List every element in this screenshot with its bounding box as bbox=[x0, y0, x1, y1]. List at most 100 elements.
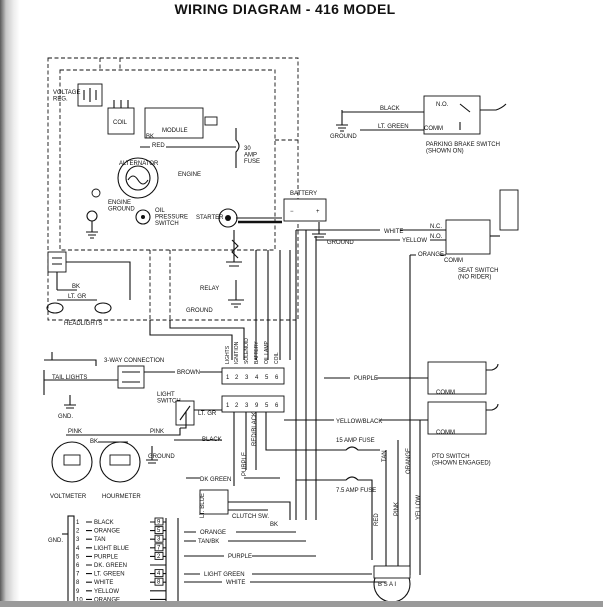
harness-pin-box bbox=[154, 569, 164, 578]
battery-ground-label: GROUND bbox=[327, 240, 354, 246]
engine-harness bbox=[47, 57, 299, 321]
harness-pin-number: 7 bbox=[157, 545, 161, 551]
ignition-key-switch: B S A I bbox=[373, 565, 411, 603]
harness-row-number: 1 bbox=[76, 520, 80, 526]
harness-pin-number: 2 bbox=[157, 554, 161, 560]
hourmeter: HOURMETER bbox=[99, 441, 141, 500]
pto-yellow-black-label: YELLOW/BLACK bbox=[336, 419, 382, 425]
terminal-label: COIL bbox=[274, 352, 280, 364]
harness-row-number: 2 bbox=[76, 529, 80, 535]
tail-gnd-label: GND. bbox=[58, 414, 73, 420]
pink-label-1: PINK bbox=[68, 429, 82, 435]
module-connector bbox=[204, 116, 218, 126]
key-letters: B S A I bbox=[378, 582, 396, 588]
harness-pin-number: 9 bbox=[157, 520, 161, 526]
relay-ground-label: GROUND bbox=[186, 308, 213, 314]
voltmeter-label: VOLTMETER bbox=[50, 494, 87, 500]
tail-lights-label: TAIL LIGHTS bbox=[52, 375, 87, 381]
harness-row-number: 9 bbox=[76, 589, 80, 595]
vertical-wire-labels: TAN ORANGE RED PINK YELLOW bbox=[374, 255, 422, 575]
terminal-bottom-number: 1 bbox=[226, 403, 230, 409]
dk-green-label: DK GREEN bbox=[200, 477, 231, 483]
harness-plug bbox=[165, 518, 179, 604]
pb-black-label: BLACK bbox=[380, 106, 400, 112]
battery-label: BATTERY bbox=[290, 191, 317, 197]
parking-brake-switch: GROUND BLACK LT. GREEN N.O. COMM PARKING… bbox=[330, 95, 507, 155]
harness-row-number: 5 bbox=[76, 554, 80, 560]
battery-neg-sign: − bbox=[290, 209, 294, 215]
pto-comm-label-2: COMM bbox=[436, 430, 455, 436]
alternator-label: ALTERNATOR bbox=[119, 161, 159, 167]
harness-pin-box bbox=[154, 577, 164, 586]
pto-comm-label-1: COMM bbox=[436, 390, 455, 396]
harness-pin-number: 3 bbox=[157, 537, 161, 543]
terminal-bottom-number: 2 bbox=[235, 403, 239, 409]
seat-comm-label: COMM bbox=[444, 258, 463, 264]
battery-pos-sign: + bbox=[316, 209, 320, 215]
headlight-bk-label: BK bbox=[72, 284, 80, 290]
seat-nc-label: N.C. bbox=[430, 224, 442, 230]
terminal-label: OIL LAMP bbox=[264, 340, 270, 364]
harness-row-number: 10 bbox=[76, 597, 83, 603]
harness-row-number: 7 bbox=[76, 572, 80, 578]
terminal-label: SOLENOID bbox=[244, 338, 250, 364]
module-bk-label: BK bbox=[146, 134, 154, 140]
ignition-module: MODULE BK bbox=[144, 107, 204, 140]
harness-row-color: BLACK bbox=[94, 520, 114, 526]
engine-label: ENGINE bbox=[178, 172, 201, 178]
module-label: MODULE bbox=[162, 128, 188, 134]
harness-row-color: TAN bbox=[94, 537, 106, 543]
meter-ground-label: GROUND bbox=[148, 454, 175, 460]
harness-orange-right: ORANGE bbox=[200, 530, 226, 536]
harness-row-color: WHITE bbox=[94, 580, 113, 586]
harness-pin-box bbox=[154, 543, 164, 552]
harness-pin-box bbox=[154, 526, 164, 535]
terminal-bottom-number: 9 bbox=[255, 403, 259, 409]
three-way-connection: 3-WAY CONNECTION BROWN bbox=[104, 358, 222, 389]
lower-wiring: PURPLE RED/BLACK DK GREEN LT. BLUE CLUTC… bbox=[186, 412, 336, 528]
tail-lights: TAIL LIGHTS GND. bbox=[43, 352, 118, 420]
seat-orange-label: ORANGE bbox=[418, 252, 444, 258]
page-binding-edge bbox=[0, 0, 20, 607]
three-way-label: 3-WAY CONNECTION bbox=[104, 358, 164, 364]
coil-label: COIL bbox=[113, 120, 128, 126]
pb-ltgreen-label: LT. GREEN bbox=[378, 124, 409, 130]
harness-row-color: LIGHT BLUE bbox=[94, 546, 129, 552]
terminal-top-number: 3 bbox=[245, 375, 249, 381]
starter-label: STARTER bbox=[196, 215, 224, 221]
fuse-7-5-amp: 7.5 AMP FUSE bbox=[296, 476, 376, 560]
harness-pin-number: 8 bbox=[157, 580, 161, 586]
harness-row-color: PURPLE bbox=[94, 554, 118, 560]
diagram-title: WIRING DIAGRAM - 416 MODEL bbox=[174, 1, 396, 17]
starter-relay: RELAY GROUND bbox=[186, 230, 244, 314]
meter-wiring: PINK PINK BK BLACK GROUND bbox=[66, 412, 222, 464]
harness-gnd-label: GND. bbox=[48, 538, 63, 544]
harness-row-number: 3 bbox=[76, 537, 80, 543]
orange-vertical-label: ORANGE bbox=[406, 448, 412, 474]
relay-label: RELAY bbox=[200, 286, 219, 292]
harness-tanbk-right: TAN/BK bbox=[198, 539, 219, 545]
terminal-top-number: 6 bbox=[275, 375, 279, 381]
headlight-assembly: BK LT. GR HEADLIGHTS bbox=[46, 251, 131, 327]
seat-white-label: WHITE bbox=[384, 229, 403, 235]
fuse15-label: 15 AMP FUSE bbox=[336, 438, 375, 444]
seat-switch: N.C. N.O. COMM WHITE YELLOW ORANGE SEAT … bbox=[296, 189, 519, 281]
headlight-ltgr-label: LT. GR bbox=[68, 294, 87, 300]
pto-switch: COMM COMM PURPLE YELLOW/BLACK PTO SWITCH… bbox=[284, 361, 499, 467]
harness-row-number: 4 bbox=[76, 546, 80, 552]
harness-white-right: WHITE bbox=[226, 580, 245, 586]
terminal-label: IGNITION bbox=[234, 341, 240, 364]
fuse75-label: 7.5 AMP FUSE bbox=[336, 488, 376, 494]
pto-purple-label: PURPLE bbox=[354, 376, 378, 382]
harness-row-color: ORANGE bbox=[94, 597, 120, 603]
harness-row-color: YELLOW bbox=[94, 589, 119, 595]
battery: BATTERY − + GROUND bbox=[283, 191, 354, 246]
seat-caption: SEAT SWITCH(NO RIDER) bbox=[458, 268, 498, 281]
